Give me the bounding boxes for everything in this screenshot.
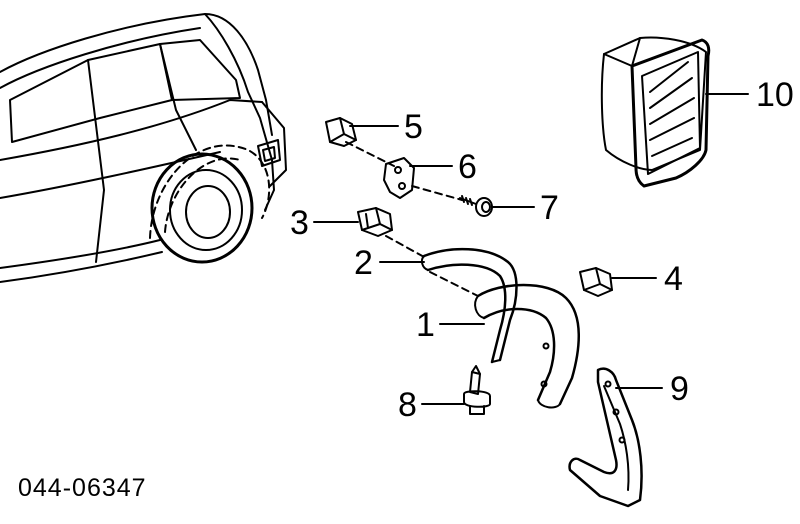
strip-2-end: [420, 255, 501, 363]
dash-6-7: [411, 185, 463, 201]
callout-4: 4: [664, 260, 683, 298]
callout-2: 2: [354, 244, 373, 282]
tire-outer: [150, 152, 254, 264]
clip-5-detail: [329, 117, 357, 143]
hub: [185, 185, 231, 239]
pushclip-8-stem: [469, 371, 481, 395]
fuel-lid-outer: [257, 139, 281, 167]
liner-1-hole-2: [540, 380, 548, 388]
mudflap-9-hole-1: [604, 380, 612, 388]
callout-6: 6: [458, 148, 477, 186]
part-7-bolt: [459, 195, 493, 217]
pushclip-8-tip: [471, 365, 481, 375]
callout-9: 9: [670, 370, 689, 408]
liner-1-end-bottom: [537, 399, 561, 409]
mudflap-9-hole-3: [618, 436, 626, 444]
rocker-line: [0, 239, 161, 269]
part-6-bracket: [383, 157, 415, 199]
callout-1: 1: [416, 306, 435, 344]
louver-3: [649, 97, 695, 125]
bracket-6-hole-2: [398, 182, 406, 190]
mudflap-9-outer: [568, 367, 643, 508]
liner-1-hole-1: [542, 342, 550, 350]
door-pillar: [87, 59, 105, 263]
part-5-clip: [325, 117, 357, 147]
strip-2-inner: [426, 263, 507, 364]
housing-face: [630, 38, 711, 188]
part-2-strip: [420, 247, 518, 364]
rocker-line-2: [0, 251, 163, 283]
clip-3-body: [357, 207, 393, 237]
part-1-liner: [474, 283, 580, 409]
wheel: [150, 152, 254, 264]
callout-10: 10: [756, 76, 794, 114]
part-3-clip: [357, 207, 393, 237]
louver-1: [649, 61, 689, 93]
beltline: [0, 99, 263, 161]
housing-face-inner: [641, 51, 701, 175]
window-frame-2: [159, 39, 241, 101]
louver-5: [651, 137, 693, 157]
clip-3-detail: [361, 207, 393, 231]
dash-5-6: [345, 141, 395, 167]
housing-top: [603, 37, 641, 67]
bracket-6-hole-1: [394, 166, 402, 174]
tire-inner: [169, 169, 243, 251]
fuel-lid: [257, 139, 281, 167]
pushclip-8-head: [463, 390, 491, 408]
part-8-pushclip: [463, 365, 491, 415]
callout-3: 3: [290, 204, 309, 242]
dash-3-2: [385, 235, 427, 259]
mudflap-9-inner: [603, 385, 630, 491]
bolt-7-head-inner: [481, 201, 491, 213]
clip-4-detail: [583, 267, 613, 291]
bolt-7-thread: [461, 195, 473, 206]
part-10-housing: [600, 36, 711, 188]
vehicle-body: [0, 13, 287, 283]
diagram-code: 044-06347: [18, 474, 147, 502]
louver-4: [649, 117, 695, 141]
part-9-mudflap: [568, 367, 643, 508]
bracket-6-body: [383, 157, 415, 199]
dash-2-1: [429, 271, 479, 297]
roof-inner-line: [0, 27, 201, 89]
rear-panel: [261, 101, 287, 187]
callout-5: 5: [404, 108, 423, 146]
mudflap-9-hole-2: [612, 408, 620, 416]
pushclip-8-base: [469, 405, 485, 415]
door-pillar-2: [159, 43, 197, 151]
part-4-clip: [579, 267, 613, 297]
liner-1-inner: [482, 307, 556, 402]
wheel-arch-dashed-2: [164, 157, 241, 233]
roof-line: [0, 13, 273, 136]
strip-2-outer: [422, 247, 518, 362]
body-crease: [0, 151, 221, 199]
clip-4-body: [579, 267, 613, 297]
callout-7: 7: [540, 189, 559, 227]
fuel-lid-inner: [262, 146, 276, 162]
louver-2: [649, 77, 693, 109]
liner-1-end-top: [474, 295, 485, 319]
rear-pillar: [204, 13, 275, 211]
callout-8: 8: [398, 386, 417, 424]
liner-1-outer: [476, 283, 580, 406]
